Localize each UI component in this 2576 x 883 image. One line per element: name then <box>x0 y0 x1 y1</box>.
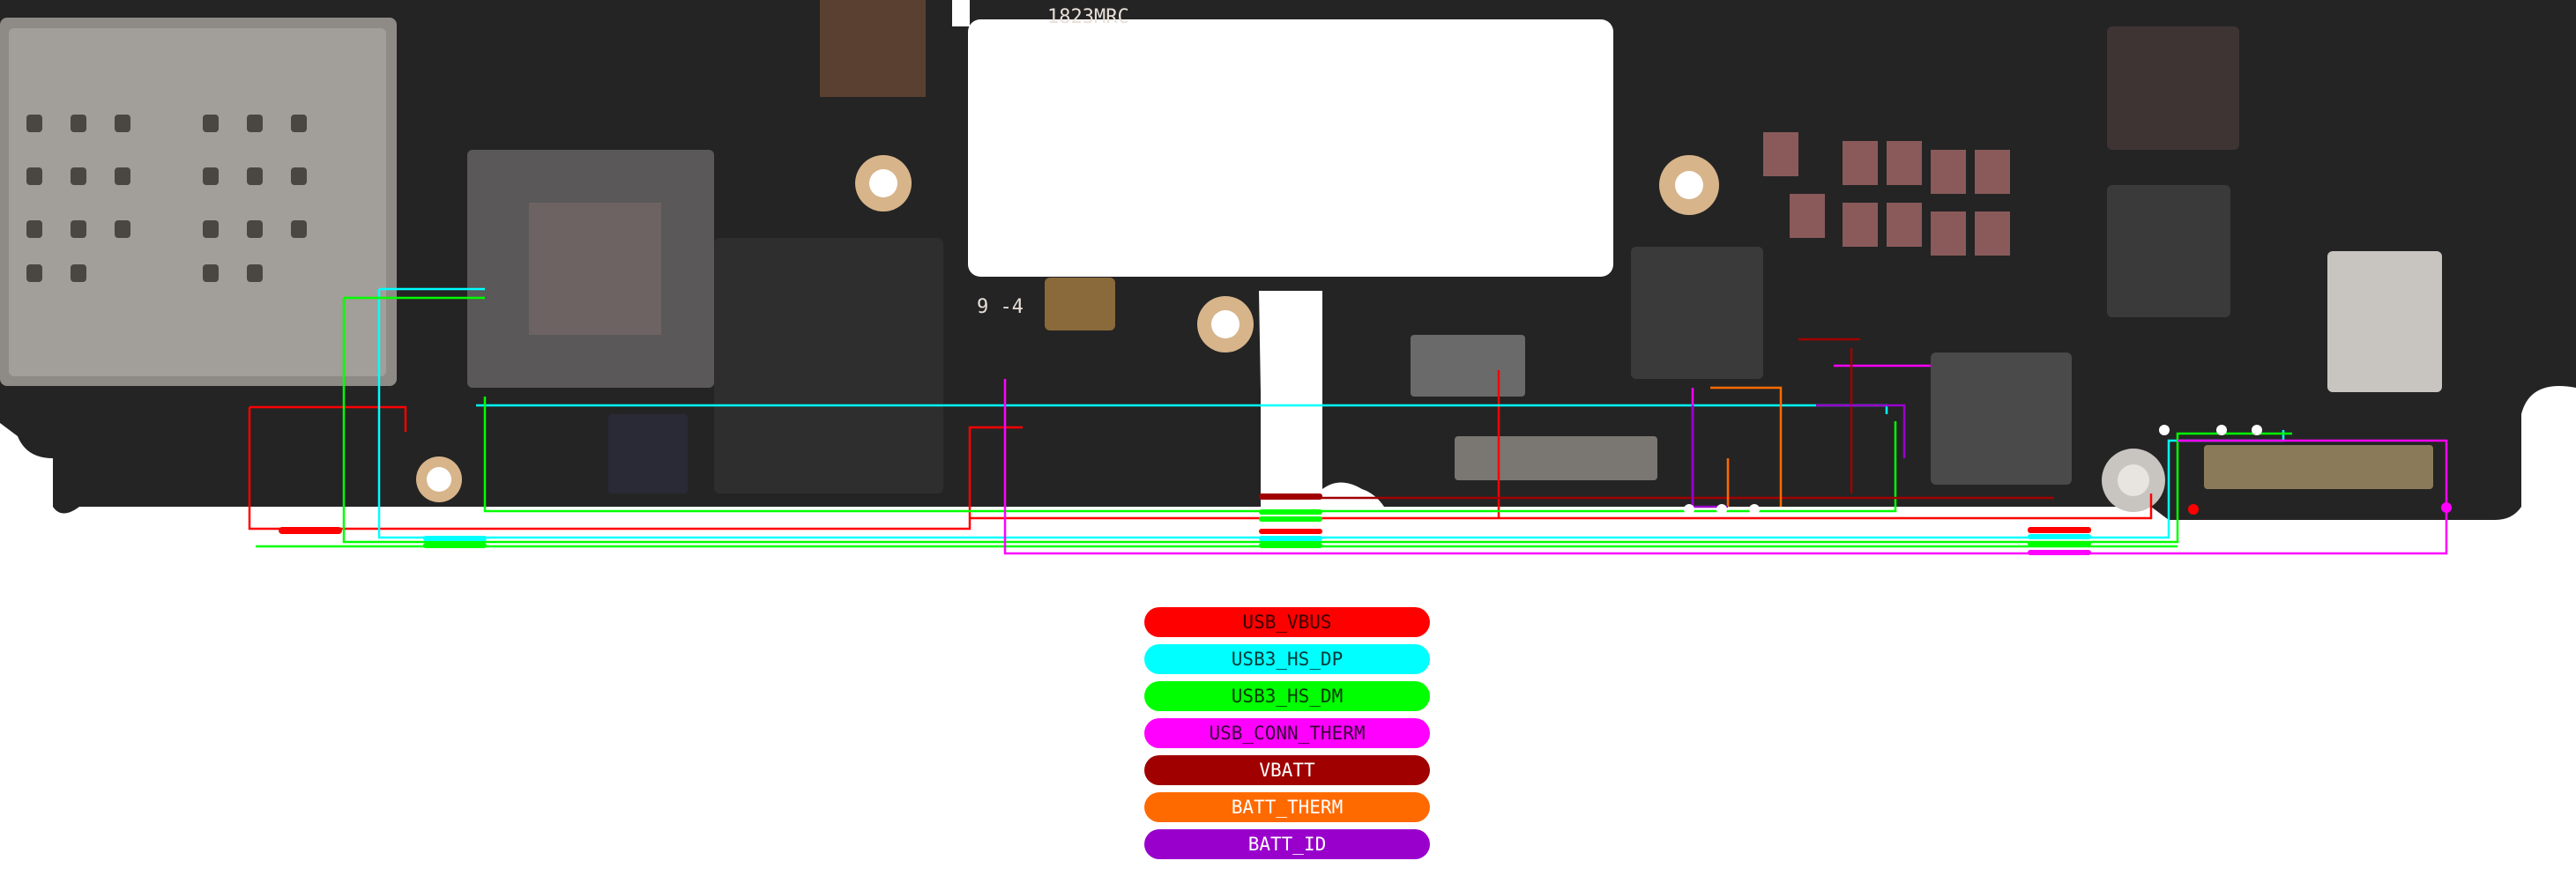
board-notch <box>1259 291 1322 493</box>
trace-batt-therm <box>1710 386 1783 507</box>
sim-contacts <box>26 115 307 282</box>
net-legend: USB_VBUS USB3_HS_DP USB3_HS_DM USB_CONN_… <box>1144 607 1430 866</box>
fpc-connector-right <box>2204 445 2433 489</box>
legend-label: BATT_ID <box>1247 834 1327 855</box>
trace-usb3-hs-dm <box>256 296 2292 548</box>
legend-usb-vbus: USB_VBUS <box>1144 607 1430 637</box>
silkscreen-top: 1823MRC <box>1047 6 1129 28</box>
legend-label: USB3_HS_DM <box>1231 686 1344 707</box>
trace-vbatt <box>1261 338 2054 500</box>
legend-usb3-hs-dp: USB3_HS_DP <box>1144 644 1430 674</box>
test-points <box>1684 425 2452 515</box>
legend-label: BATT_THERM <box>1231 797 1344 818</box>
legend-batt-id: BATT_ID <box>1144 829 1430 859</box>
legend-label: USB3_HS_DP <box>1231 649 1344 670</box>
memory-chip <box>714 238 943 493</box>
capacitor-cluster <box>1763 132 2010 256</box>
legend-label: USB_CONN_THERM <box>1209 723 1366 744</box>
legend-label: USB_VBUS <box>1242 612 1332 633</box>
copper-block <box>1045 278 1115 330</box>
rf-shield <box>2327 251 2442 392</box>
pmic-chip <box>1631 247 1763 379</box>
fpc-connector-top <box>820 0 926 97</box>
net-tags <box>279 493 2091 555</box>
legend-vbatt: VBATT <box>1144 755 1430 785</box>
legend-usb-conn-therm: USB_CONN_THERM <box>1144 718 1430 748</box>
legend-usb3-hs-dm: USB3_HS_DM <box>1144 681 1430 711</box>
bga-chip-right <box>1931 352 2072 485</box>
board-cutout <box>968 19 1613 277</box>
trace-usb-vbus <box>248 370 2153 531</box>
silkscreen-mid: 9 -4 <box>977 296 1024 318</box>
mounting-holes <box>416 155 2165 512</box>
fpc-connector-long <box>1455 436 1657 480</box>
legend-batt-therm: BATT_THERM <box>1144 792 1430 822</box>
fpc-connector-mid <box>1411 335 1525 397</box>
rf-chip-2 <box>2107 185 2230 317</box>
legend-label: VBATT <box>1259 760 1315 781</box>
chip-lower-left <box>608 414 688 493</box>
rf-chip-1 <box>2107 26 2239 150</box>
